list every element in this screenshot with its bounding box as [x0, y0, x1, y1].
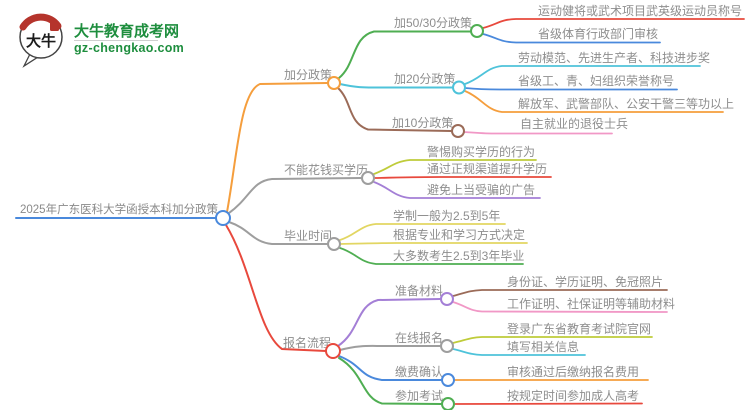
- node-20-label: 加20分政策: [394, 72, 455, 86]
- leaf-veteran-label: 自主就业的退役士兵: [520, 116, 628, 131]
- edge-bonus-to-5030: [338, 30, 471, 79]
- logo-site-url: gz-chengkao.com: [74, 41, 184, 55]
- leaf-underline-fill-info: [452, 348, 586, 356]
- leaf-underline-sport-dept: [482, 33, 661, 44]
- edge-bonus-to-10: [337, 87, 452, 132]
- leaf-underline-veteran: [463, 131, 613, 135]
- node-10-label: 加10分政策: [392, 116, 453, 130]
- leaf-id-docs-label: 身份证、学历证明、免冠照片: [507, 274, 663, 289]
- site-logo[interactable]: 大牛 大牛教育成考网 gz-chengkao.com: [19, 13, 184, 68]
- leaf-take-exam-label: 按规定时间参加成人高考: [507, 388, 639, 403]
- leaf-fill-info-label: 填写相关信息: [507, 339, 579, 354]
- edge-root-to-graduation: [228, 221, 328, 245]
- edge-root-to-no-buying: [228, 177, 362, 214]
- leaf-avoid-scam-label: 避免上当受骗的广告: [427, 182, 535, 197]
- root-circle: [215, 210, 231, 226]
- edge-bonus-to-20: [339, 83, 453, 89]
- edge-signup-to-exam: [338, 357, 442, 405]
- leaf-athlete-label: 运动健将或武术项目武英级运动员称号: [538, 4, 742, 18]
- leaf-beware-label: 警惕购买学历的行为: [427, 144, 535, 159]
- node-5030-label: 加50/30分政策: [394, 16, 472, 30]
- node-materials-circle: [440, 292, 454, 306]
- leaf-underline-take-exam: [454, 402, 643, 405]
- edge-root-to-bonus-policy: [226, 82, 328, 213]
- branch-signup-circle: [325, 343, 341, 359]
- leaf-underline-athlete: [482, 18, 745, 29]
- root-node: 2025年广东医科大学函授本科加分政策: [15, 202, 219, 219]
- leaf-work-proof-label: 工作证明、社保证明等辅助材料: [507, 296, 675, 311]
- logo-seal: [50, 22, 59, 31]
- root-label: 2025年广东医科大学函授本科加分政策: [20, 202, 219, 216]
- leaf-underline-honor-title: [464, 87, 678, 91]
- leaf-underline-beware: [373, 159, 537, 175]
- leaf-underline-most-grads: [339, 247, 524, 265]
- leaf-study-length-label: 学制一般为2.5到5年: [393, 208, 500, 223]
- leaf-underline-study-length: [339, 223, 506, 241]
- leaf-formal-channel-label: 通过正规渠道提升学历: [427, 161, 547, 176]
- edge-root-to-signup: [225, 224, 327, 352]
- branch-bonus-policy-circle: [327, 76, 341, 90]
- edge-signup-to-online: [339, 344, 441, 351]
- node-exam-label: 参加考试: [395, 388, 443, 403]
- leaf-underline-model-worker: [464, 65, 701, 85]
- leaf-underline-avoid-scam: [373, 181, 541, 199]
- leaf-honor-title-label: 省级工、青、妇组织荣誉称号: [518, 74, 674, 88]
- leaf-underline-work-proof: [452, 301, 668, 313]
- branch-bonus-policy-label: 加分政策: [284, 68, 332, 82]
- node-exam-circle: [441, 397, 455, 410]
- node-10-circle: [451, 124, 465, 138]
- branch-signup-label: 报名流程: [283, 335, 331, 350]
- node-20-circle: [452, 80, 466, 95]
- leaf-military-merit-label: 解放军、武警部队、公安干警三等功以上: [518, 96, 734, 111]
- leaf-model-worker-label: 劳动模范、先进生产者、科技进步奖: [518, 51, 710, 65]
- leaf-underline-id-docs: [452, 289, 668, 297]
- branch-no-buying-circle: [361, 171, 375, 185]
- leaf-underline-login-site: [452, 336, 653, 344]
- node-payment-label: 缴费确认: [395, 364, 443, 379]
- edge-signup-to-payment: [338, 355, 442, 381]
- node-5030-circle: [470, 24, 484, 38]
- logo-site-name: 大牛教育成考网: [74, 22, 179, 40]
- leaf-pay-fee-label: 审核通过后缴纳报名费用: [507, 364, 639, 379]
- leaf-underline-formal-channel: [373, 176, 552, 179]
- branch-graduation-label: 毕业时间: [284, 229, 332, 243]
- node-payment-circle: [441, 373, 455, 387]
- logo-characters: 大牛: [26, 32, 56, 50]
- leaf-login-site-label: 登录广东省教育考试院官网: [507, 321, 651, 336]
- leaf-sport-dept-label: 省级体育行政部门审核: [538, 26, 658, 41]
- leaf-most-grads-label: 大多数考生2.5到3年毕业: [393, 248, 524, 263]
- branch-no-buying-label: 不能花钱买学历: [284, 162, 368, 177]
- node-materials-label: 准备材料: [395, 284, 443, 298]
- node-online-circle: [440, 339, 454, 353]
- edge-signup-to-materials: [337, 298, 441, 347]
- leaf-underline-military-merit: [464, 90, 724, 113]
- leaf-underline-depends: [339, 242, 528, 245]
- node-online-label: 在线报名: [395, 330, 443, 345]
- leaf-depends-label: 根据专业和学习方式决定: [393, 227, 525, 242]
- branch-graduation-circle: [327, 237, 341, 251]
